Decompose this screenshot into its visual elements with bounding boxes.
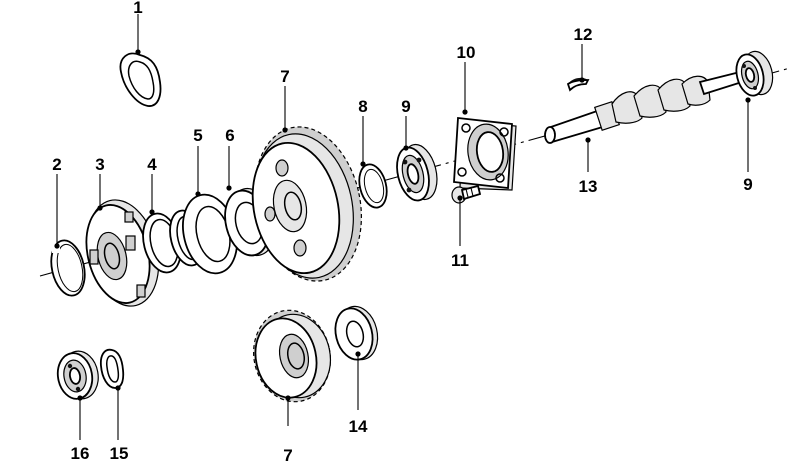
part-12-key	[566, 77, 590, 92]
callout-7-top: 7	[280, 67, 289, 86]
callout-11: 11	[451, 251, 469, 270]
part-14-washer	[334, 305, 379, 361]
part-13-camshaft	[544, 70, 744, 144]
callout-6: 6	[225, 126, 234, 145]
callout-2: 2	[52, 155, 61, 174]
leader-lines	[54, 14, 751, 440]
callout-9-left: 9	[401, 97, 410, 116]
part-9-ball-bearing-left	[396, 143, 438, 202]
part-2-snap-ring	[50, 239, 86, 297]
part-7-small-gear	[253, 309, 331, 403]
part-9-ball-bearing-right	[735, 50, 774, 97]
callout-13: 13	[579, 177, 598, 196]
callout-15: 15	[110, 444, 129, 463]
part-3-flange-cover	[85, 199, 160, 307]
callout-4: 4	[147, 155, 157, 174]
callout-8: 8	[358, 97, 367, 116]
callout-12: 12	[574, 25, 593, 44]
part-1-gasket	[119, 52, 162, 107]
part-16-bearing	[56, 350, 99, 400]
part-10-bearing-plate	[453, 117, 517, 191]
part-7-large-gear	[251, 126, 362, 282]
callout-1: 1	[133, 0, 142, 17]
callout-10: 10	[457, 43, 476, 62]
callout-14: 14	[349, 417, 368, 436]
part-8-circlip	[358, 163, 388, 209]
callout-7-bottom: 7	[283, 446, 292, 465]
callout-5: 5	[193, 126, 202, 145]
part-11-screw	[451, 184, 482, 204]
part-15-gasket	[99, 348, 125, 389]
callout-16: 16	[71, 444, 90, 463]
callout-9-right: 9	[743, 175, 752, 194]
callout-3: 3	[95, 155, 104, 174]
